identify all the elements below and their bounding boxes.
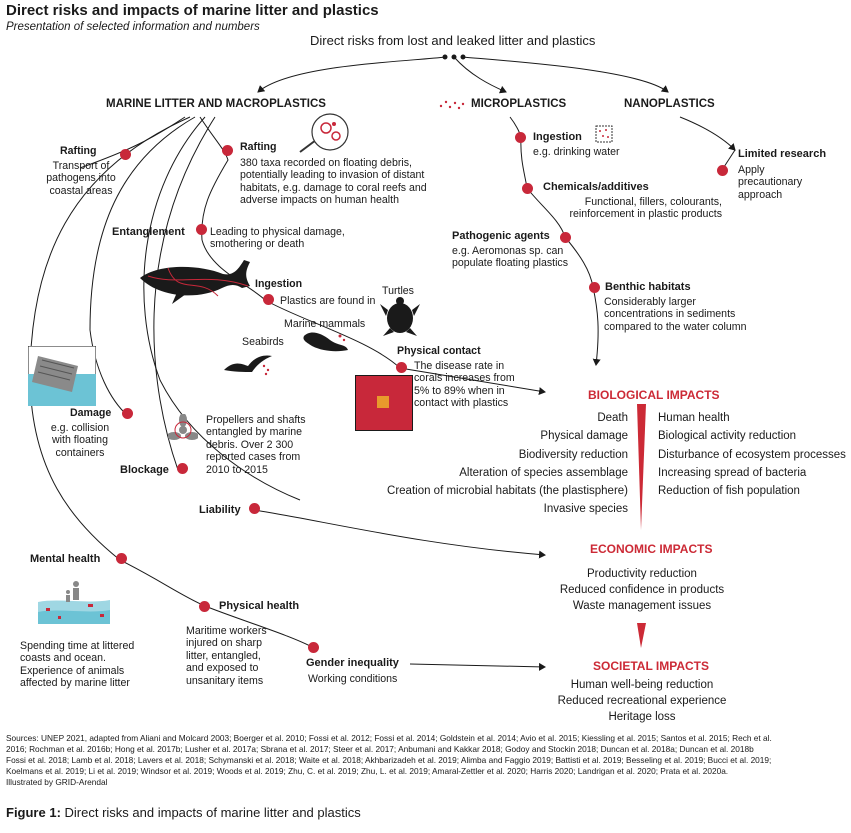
coral-square-icon	[355, 375, 413, 431]
node-dot	[120, 149, 131, 160]
physical-health-title: Physical health	[219, 600, 300, 612]
gender-inequality-title: Gender inequality	[306, 657, 399, 669]
biological-impacts-right: Human health Biological activity reducti…	[658, 412, 846, 498]
damage-title: Damage	[70, 407, 112, 419]
center-label: Direct risks from lost and leaked litter…	[310, 33, 596, 48]
blockage-title: Blockage	[120, 464, 169, 476]
figure-caption: Figure 1: Direct risks and impacts of ma…	[6, 805, 361, 820]
ingestion-macro-title: Ingestion	[255, 278, 303, 290]
gender-inequality-desc: Working conditions	[308, 673, 398, 685]
water-sample-icon	[595, 125, 613, 143]
seabird-icon	[224, 355, 272, 376]
figure-caption-text: Direct risks and impacts of marine litte…	[64, 805, 361, 820]
mental-health-title: Mental health	[30, 553, 101, 565]
entanglement-desc: Leading to physical damage,smothering or…	[210, 226, 345, 251]
node-dot	[263, 294, 274, 305]
pathogenic-title: Pathogenic agents	[452, 230, 550, 242]
rafting-right-title: Rafting	[240, 141, 277, 153]
societal-impacts-list: Human well-being reduction Reduced recre…	[557, 679, 727, 723]
node-dot	[717, 165, 728, 176]
biological-impacts-left: Death Physical damage Biodiversity reduc…	[387, 412, 628, 516]
physical-contact-title: Physical contact	[397, 345, 481, 357]
node-dot	[560, 232, 571, 243]
node-dot	[308, 642, 319, 653]
node-dot	[249, 503, 260, 514]
category-macro: MARINE LITTER AND MACROPLASTICS	[106, 98, 326, 110]
node-dot	[515, 132, 526, 143]
propeller-icon	[168, 414, 198, 440]
node-dot	[177, 463, 188, 474]
figure-label: Figure 1:	[6, 805, 61, 820]
node-dot	[116, 553, 127, 564]
bio-to-eco-arrow	[637, 404, 646, 530]
sources-text: Sources: UNEP 2021, adapted from Aliani …	[6, 733, 772, 787]
liability-title: Liability	[199, 504, 241, 516]
eco-to-soc-arrow	[637, 623, 646, 648]
micro-ingestion-desc: e.g. drinking water	[533, 146, 620, 158]
node-dot	[589, 282, 600, 293]
microplastics-particles-icon	[439, 100, 465, 110]
societal-impacts-title: SOCIETAL IMPACTS	[593, 659, 710, 673]
turtles-label: Turtles	[382, 285, 414, 297]
chemicals-desc: Functional, fillers, colourants,reinforc…	[569, 196, 722, 221]
seal-icon	[303, 332, 348, 352]
benthic-title: Benthic habitats	[605, 281, 691, 293]
node-dot	[396, 362, 407, 373]
economic-impacts-title: ECONOMIC IMPACTS	[590, 542, 713, 556]
ingestion-macro-desc: Plastics are found in	[280, 295, 376, 307]
node-dot	[122, 408, 133, 419]
rafting-left-title: Rafting	[60, 145, 97, 157]
micro-ingestion-title: Ingestion	[533, 131, 582, 143]
node-dot	[199, 601, 210, 612]
magnifier-microbe-icon	[299, 113, 349, 153]
rafting-right-desc: 380 taxa recorded on floating debris,pot…	[240, 157, 427, 207]
chemicals-title: Chemicals/additives	[543, 181, 649, 193]
whale-entangled-icon	[140, 260, 250, 304]
node-dot	[196, 224, 207, 235]
entanglement-title: Entanglement	[112, 226, 185, 238]
sinking-container-icon	[28, 346, 96, 406]
seabirds-label: Seabirds	[242, 336, 284, 348]
limited-research-title: Limited research	[738, 148, 827, 160]
category-micro: MICROPLASTICS	[471, 98, 567, 110]
marine-mammals-label: Marine mammals	[284, 318, 366, 330]
biological-impacts-title: BIOLOGICAL IMPACTS	[588, 388, 720, 402]
category-nano: NANOPLASTICS	[624, 98, 715, 110]
turtle-icon	[380, 297, 420, 336]
littered-beach-icon	[38, 581, 110, 624]
economic-impacts-list: Productivity reduction Reduced confidenc…	[559, 568, 725, 612]
node-dot	[522, 183, 533, 194]
diagram-title: Direct risks and impacts of marine litte…	[6, 2, 379, 19]
diagram-subtitle: Presentation of selected information and…	[6, 21, 260, 33]
node-dot	[222, 145, 233, 156]
